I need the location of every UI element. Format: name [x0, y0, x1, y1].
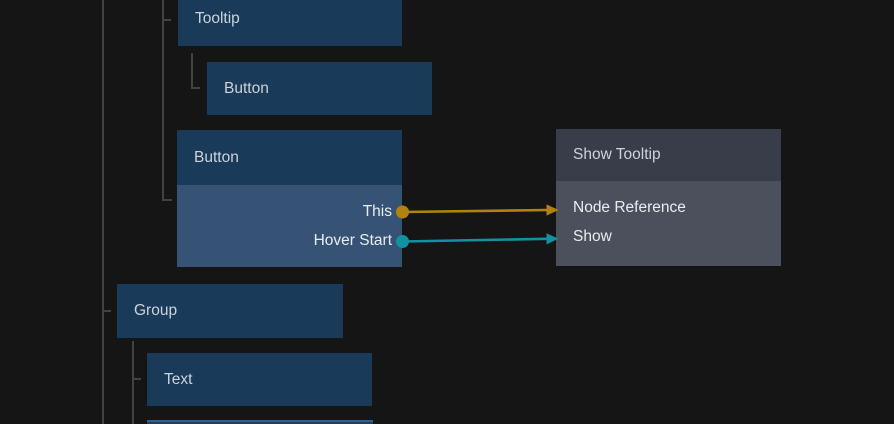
input-row-show[interactable]: Show — [556, 222, 781, 251]
input-row-node-reference[interactable]: Node Reference — [556, 193, 781, 222]
tree-connector-tick-tooltip — [164, 19, 171, 21]
tree-connector-tick-button-child — [193, 87, 200, 89]
output-row-hover-start[interactable]: Hover Start — [177, 226, 402, 255]
tree-connector-tick-button — [164, 199, 172, 201]
node-group[interactable]: Group — [117, 284, 343, 338]
tree-connector-tick-text — [134, 378, 141, 380]
tree-connector-line — [162, 0, 164, 201]
node-title: Tooltip — [195, 10, 240, 27]
wire-hover-start-to-show[interactable] — [401, 237, 549, 243]
output-label-this: This — [362, 202, 392, 220]
node-button-child[interactable]: Button — [207, 62, 432, 115]
tree-connector-line — [191, 53, 193, 89]
tree-connector-line — [102, 0, 104, 424]
node-title: Show Tooltip — [573, 146, 661, 163]
tree-connector-tick-group — [104, 310, 111, 312]
node-title: Button — [194, 148, 239, 166]
node-text[interactable]: Text — [147, 353, 372, 406]
node-partial-bottom[interactable] — [147, 420, 373, 424]
input-label-node-reference: Node Reference — [573, 198, 686, 216]
input-label-show: Show — [573, 227, 612, 245]
tree-connector-line — [132, 341, 134, 424]
output-label-hover-start: Hover Start — [313, 231, 392, 249]
node-title: Group — [134, 302, 178, 319]
wire-this-to-node-reference[interactable] — [401, 208, 549, 214]
output-row-this[interactable]: This — [177, 197, 402, 226]
node-title: Button — [224, 79, 269, 97]
node-button[interactable]: Button This Hover Start — [177, 130, 402, 267]
node-title: Text — [164, 370, 193, 388]
node-show-tooltip[interactable]: Show Tooltip Node Reference Show — [556, 129, 781, 266]
node-tooltip[interactable]: Tooltip — [178, 0, 402, 46]
